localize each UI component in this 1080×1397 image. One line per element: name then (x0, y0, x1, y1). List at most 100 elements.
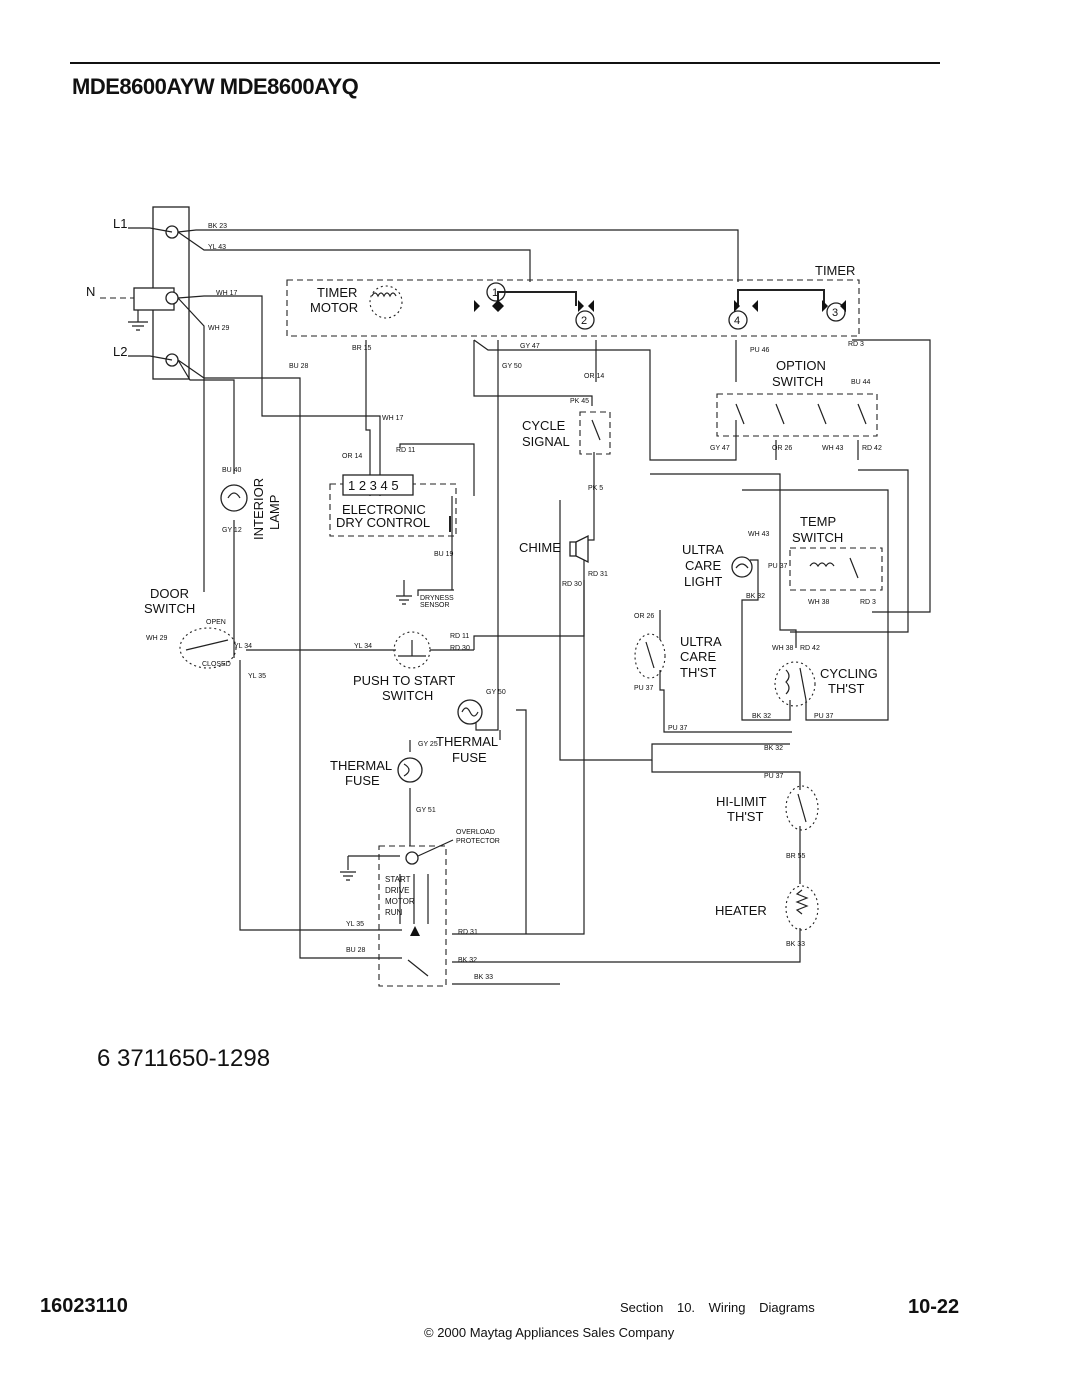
wire-label: OR 14 (342, 453, 362, 460)
wire-label: RD 30 (450, 645, 470, 652)
wire-label: GY 47 (520, 343, 540, 350)
wire-label: BK 23 (208, 223, 227, 230)
hi-limit-symbol (785, 785, 819, 831)
wire-labels: BK 23 YL 43 WH 17 WH 29 BU 28 BR 15 PK 4… (146, 223, 882, 981)
svg-text:CARE: CARE (685, 558, 721, 573)
wire-label: OR 26 (634, 613, 654, 620)
wire-label: PU 37 (764, 773, 784, 780)
svg-text:DRIVE: DRIVE (385, 886, 409, 895)
overload-protector-symbol (405, 851, 419, 865)
section-label: Section 10. Wiring Diagrams (620, 1300, 815, 1315)
svg-text:THERMAL: THERMAL (436, 734, 498, 749)
svg-text:TH'ST: TH'ST (680, 665, 716, 680)
wire-label: PU 46 (750, 347, 770, 354)
wire-label: BK 32 (752, 713, 771, 720)
wire-label: YL 34 (234, 643, 252, 650)
cycling-thst-symbol (774, 661, 816, 707)
wire-label: PU 37 (634, 685, 654, 692)
door-switch-label-1: DOOR (150, 586, 189, 601)
cycle-signal: CYCLE SIGNAL (522, 411, 611, 455)
svg-text:CARE: CARE (680, 649, 716, 664)
chime-label: CHIME (519, 540, 561, 555)
wire-label: GY 50 (502, 363, 522, 370)
copyright: © 2000 Maytag Appliances Sales Company (424, 1325, 675, 1340)
svg-text:2: 2 (581, 315, 587, 327)
push-to-start-label-1: PUSH TO START (353, 673, 455, 688)
svg-text:TH'ST: TH'ST (828, 681, 864, 696)
door-switch: DOOR SWITCH OPEN CLOSED (144, 586, 237, 669)
wire-label: WH 43 (748, 531, 770, 538)
wire-label: BK 32 (764, 745, 783, 752)
wire-label: RD 3 (848, 341, 864, 348)
svg-text:FUSE: FUSE (452, 750, 487, 765)
svg-text:SENSOR: SENSOR (420, 602, 450, 609)
thermal-fuse-right: THERMAL FUSE (436, 699, 498, 765)
dry-control-terminal-block (342, 474, 414, 496)
wire-label: BR 15 (352, 345, 372, 352)
wire-label: RD 42 (800, 645, 820, 652)
wire-label: RD 3 (860, 599, 876, 606)
ultra-care-thermostat: ULTRA CARE TH'ST (634, 633, 722, 680)
svg-text:TH'ST: TH'ST (727, 809, 763, 824)
interior-lamp: INTERIOR LAMP (220, 478, 282, 540)
wire-label: PU 37 (668, 725, 688, 732)
wire-label: RD 42 (862, 445, 882, 452)
wire-label: RD 31 (458, 929, 478, 936)
timer-motor-label-1: TIMER (317, 285, 357, 300)
svg-text:OPEN: OPEN (206, 619, 226, 626)
svg-text:3: 3 (832, 307, 838, 319)
svg-text:4: 4 (734, 315, 740, 327)
document-number: 16023110 (40, 1295, 128, 1317)
ultra-care-thst-symbol (634, 633, 666, 679)
door-switch-label-2: SWITCH (144, 601, 195, 616)
l1-label: L1 (113, 216, 127, 231)
timer-enclosure (286, 279, 860, 337)
wire-label: PK 5 (588, 485, 603, 492)
svg-text:MOTOR: MOTOR (385, 897, 415, 906)
svg-text:DRYNESS: DRYNESS (420, 595, 454, 602)
option-switch: OPTION SWITCH (716, 358, 878, 437)
svg-text:CYCLING: CYCLING (820, 666, 878, 681)
wire-label: PK 45 (570, 398, 589, 405)
svg-text:CLOSED: CLOSED (202, 661, 231, 668)
l2-label: L2 (113, 344, 127, 359)
thermal-fuse-left-symbol (397, 757, 423, 783)
svg-text:PROTECTOR: PROTECTOR (456, 838, 500, 845)
svg-text:RUN: RUN (385, 908, 403, 917)
wire-label: GY 51 (416, 807, 436, 814)
svg-text:FUSE: FUSE (345, 773, 380, 788)
svg-text:THERMAL: THERMAL (330, 758, 392, 773)
door-switch-symbol (179, 627, 237, 669)
wire-label: BU 28 (346, 947, 366, 954)
wire-label: GY 25 (418, 741, 438, 748)
contact-2 (575, 310, 595, 330)
svg-text:1: 1 (492, 287, 498, 299)
timer-motor-label-2: MOTOR (310, 300, 358, 315)
hi-limit-thermostat: HI-LIMIT TH'ST (716, 785, 819, 831)
terminal-numbers: 1 2 3 4 5 (348, 478, 399, 493)
dry-control-label-2: DRY CONTROL (336, 515, 430, 530)
wire-label: OR 26 (772, 445, 792, 452)
wire-label: PU 37 (768, 563, 788, 570)
page-number: 10-22 (908, 1296, 960, 1318)
lamp-symbol (220, 484, 248, 512)
contact-3 (826, 302, 846, 322)
temp-switch-label-2: SWITCH (792, 530, 843, 545)
option-switch-enclosure (716, 393, 878, 437)
push-to-start-symbol (393, 631, 431, 669)
timer-assembly: TIMER TIMER MOTOR 1 2 3 4 (286, 263, 860, 337)
svg-text:HEATER: HEATER (715, 903, 767, 918)
cycle-signal-enclosure (579, 411, 611, 455)
wire-label: WH 29 (208, 325, 230, 332)
ultra-care-light: ULTRA CARE LIGHT (682, 542, 753, 589)
wire-label: BR 55 (786, 853, 806, 860)
temp-switch-label-1: TEMP (800, 514, 836, 529)
wire-label: GY 47 (710, 445, 730, 452)
wire-label: BK 33 (786, 941, 805, 948)
wire-label: PU 37 (814, 713, 834, 720)
wire-label: BU 44 (851, 379, 871, 386)
n-terminal (165, 291, 179, 305)
wire-label: RD 11 (450, 633, 469, 640)
chime: CHIME (519, 534, 589, 564)
wire-label: BK 33 (474, 974, 493, 981)
